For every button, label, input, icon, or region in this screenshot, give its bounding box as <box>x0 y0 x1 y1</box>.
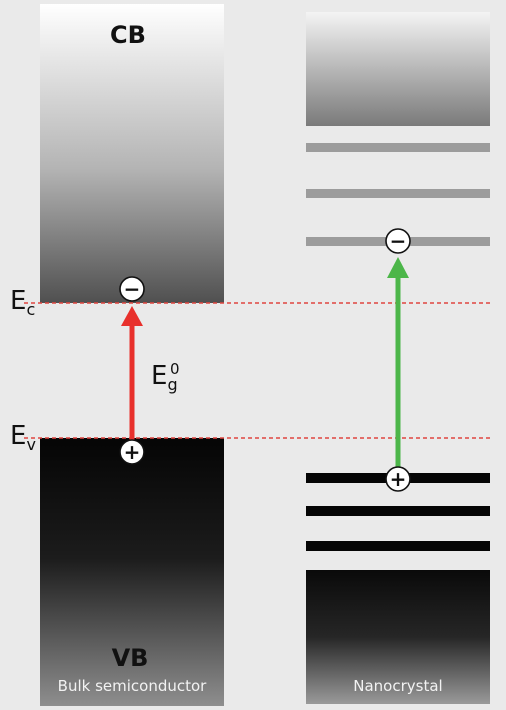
ev-subscript: v <box>26 435 35 454</box>
nano-vb-level-2 <box>306 506 490 516</box>
nano-electron-symbol: − <box>390 229 407 253</box>
nano-hole: + <box>385 466 411 492</box>
bandgap-main: E <box>151 361 167 391</box>
bulk-hole-symbol: + <box>124 440 141 464</box>
nano-electron: − <box>385 228 411 254</box>
nano-arrow-head <box>387 257 409 278</box>
ec-subscript: c <box>26 300 35 319</box>
bandgap-subscript: g <box>167 375 177 394</box>
nano-conduction-band <box>306 12 490 126</box>
nano-hole-symbol: + <box>390 467 407 491</box>
bandgap-label: Eg <box>151 361 178 394</box>
bulk-valence-band <box>40 438 224 706</box>
nano-vb-level-3 <box>306 541 490 551</box>
ev-label: Ev <box>10 421 36 454</box>
nano-caption: Nanocrystal <box>353 677 442 695</box>
bulk-electron: − <box>119 276 145 302</box>
vb-label: VB <box>112 644 149 672</box>
bulk-conduction-band <box>40 4 224 303</box>
ec-label: Ec <box>10 286 35 319</box>
nano-valence-band <box>306 570 490 704</box>
bulk-caption: Bulk semiconductor <box>58 677 208 695</box>
bandgap-superscript: 0 <box>170 360 180 378</box>
bulk-arrow-head <box>121 306 143 326</box>
ev-main: E <box>10 421 26 451</box>
bulk-electron-symbol: − <box>124 277 141 301</box>
bulk-hole: + <box>119 439 145 465</box>
cb-label: CB <box>110 21 146 49</box>
nano-cb-level-2 <box>306 189 490 198</box>
nano-cb-level-1 <box>306 143 490 152</box>
ec-main: E <box>10 286 26 316</box>
